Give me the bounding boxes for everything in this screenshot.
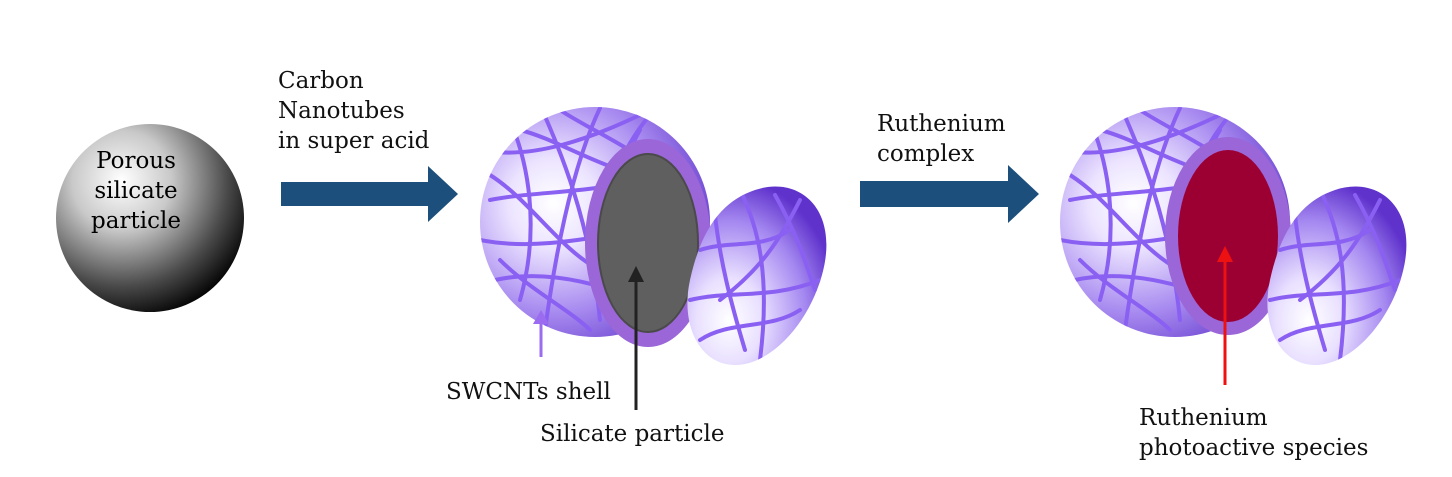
silicate-pointer-arrow xyxy=(628,266,644,410)
ruthenium-core xyxy=(1178,150,1278,322)
ruthenium-label-line-1: Ruthenium xyxy=(1139,405,1268,431)
shell-label-text: SWCNTs shell xyxy=(446,379,611,405)
porous-label-line-3: particle xyxy=(91,208,181,234)
coated-particle-ruthenium xyxy=(1060,107,1291,337)
detached-shell-cap-2 xyxy=(1267,186,1407,365)
step2-label-line-2: complex xyxy=(877,141,975,167)
shell-pointer-arrow xyxy=(533,310,549,357)
step2-label: Ruthenium complex xyxy=(877,109,1006,169)
shell-label: SWCNTs shell xyxy=(446,377,611,407)
porous-label-line-1: Porous xyxy=(96,148,176,174)
step2-label-line-1: Ruthenium xyxy=(877,111,1006,137)
step1-label-line-3: in super acid xyxy=(278,128,430,154)
ruthenium-core-label: Ruthenium photoactive species xyxy=(1139,403,1368,463)
porous-label-line-2: silicate xyxy=(94,178,178,204)
porous-silicate-sphere xyxy=(56,124,244,312)
detached-shell-cap-1 xyxy=(687,186,827,365)
silicate-core xyxy=(597,153,699,333)
process-arrow-1 xyxy=(281,166,458,222)
coated-particle-silicate xyxy=(480,107,711,347)
process-arrow-2 xyxy=(860,165,1039,223)
ruthenium-pointer-arrow xyxy=(1217,246,1233,385)
step1-label-line-2: Nanotubes xyxy=(278,98,405,124)
silicate-core-label-text: Silicate particle xyxy=(540,421,725,447)
step1-label: Carbon Nanotubes in super acid xyxy=(278,66,429,156)
step1-label-line-1: Carbon xyxy=(278,68,364,94)
silicate-core-label: Silicate particle xyxy=(540,419,724,449)
porous-particle-label: Porous silicate particle xyxy=(84,146,188,236)
ruthenium-label-line-2: photoactive species xyxy=(1139,435,1369,461)
